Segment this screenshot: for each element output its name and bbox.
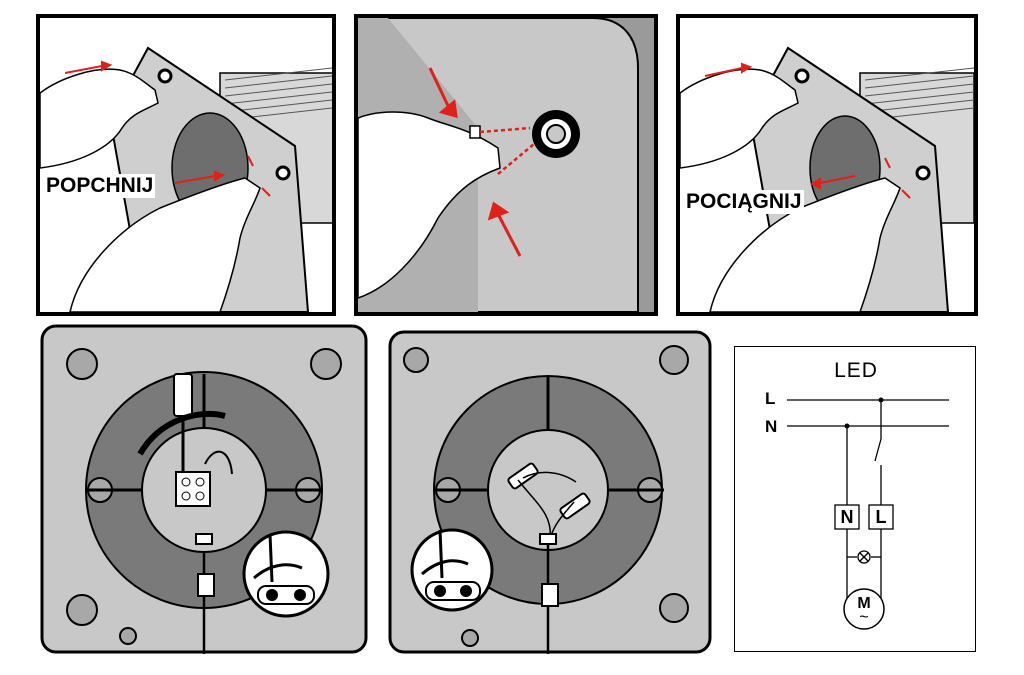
pull-caption: POCIĄGNIJ bbox=[684, 190, 804, 214]
hand-icon bbox=[680, 68, 901, 312]
wire-connector-icon bbox=[507, 462, 591, 520]
panel-wiring-terminal bbox=[40, 324, 368, 654]
terminal-box-icon bbox=[834, 504, 894, 530]
terminal-label-l: L bbox=[875, 507, 887, 527]
clamp-detail-icon bbox=[410, 528, 494, 612]
panel-pull: POCIĄGNIJ bbox=[676, 14, 978, 316]
panel-wiring-connectors bbox=[388, 330, 712, 654]
led-lamp-icon bbox=[857, 550, 871, 564]
panel-push: POPCHNIJ bbox=[36, 14, 336, 316]
push-caption: POPCHNIJ bbox=[44, 174, 156, 198]
panel-clip-detail bbox=[354, 14, 658, 316]
schematic-title: LED bbox=[834, 359, 878, 382]
hand-icon bbox=[40, 68, 261, 312]
terminal-block-icon bbox=[175, 450, 233, 507]
terminal-label-n: N bbox=[840, 507, 854, 527]
gasket-ring-icon bbox=[532, 110, 580, 158]
push-arrow-icon bbox=[64, 60, 271, 197]
motor-icon bbox=[843, 588, 885, 630]
panel-schematic: LED L N N L bbox=[734, 346, 976, 652]
motor-label: M bbox=[857, 595, 871, 612]
motor-ac-symbol: ~ bbox=[859, 609, 869, 626]
screwdriver-icon bbox=[173, 373, 193, 472]
switch-icon bbox=[874, 438, 882, 462]
line-label-l: L bbox=[765, 389, 776, 408]
line-label-n: N bbox=[765, 417, 778, 436]
insert-arrow-icon bbox=[428, 67, 535, 257]
clamp-detail-icon bbox=[242, 530, 330, 618]
pull-arrow-icon bbox=[704, 62, 911, 199]
